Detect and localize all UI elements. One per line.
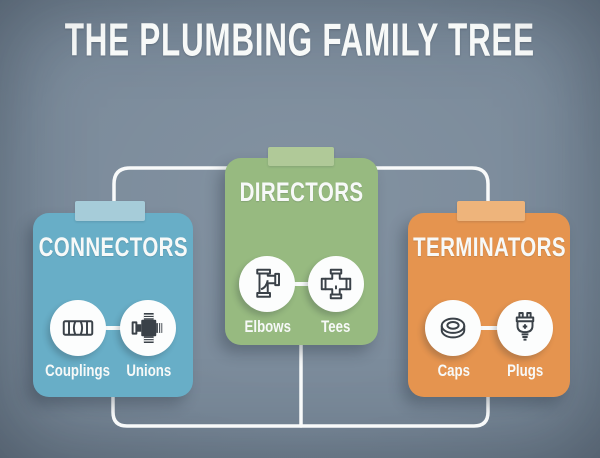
card-items: Couplings bbox=[39, 300, 187, 381]
card-tab-directors bbox=[268, 147, 334, 166]
item-label: Plugs bbox=[506, 361, 543, 380]
icon-circle bbox=[496, 300, 553, 356]
item-connector-line bbox=[283, 282, 320, 286]
union-icon bbox=[131, 313, 163, 343]
icon-circle bbox=[120, 300, 177, 356]
card-title: TERMINATORS bbox=[412, 232, 566, 262]
list-item: Unions bbox=[116, 300, 180, 381]
item-label: Unions bbox=[125, 361, 171, 380]
card-connectors: CONNECTORS Couplings bbox=[33, 213, 193, 397]
cap-icon bbox=[441, 317, 466, 339]
item-connector-line bbox=[95, 326, 131, 330]
card-tab-connectors bbox=[75, 201, 145, 221]
page-title: THE PLUMBING FAMILY TREE bbox=[64, 13, 536, 66]
list-item: Plugs bbox=[493, 300, 557, 381]
item-connector-line bbox=[471, 326, 507, 330]
card-title: CONNECTORS bbox=[38, 232, 188, 262]
icon-circle bbox=[49, 300, 106, 356]
list-item: Caps bbox=[421, 300, 485, 381]
list-item: Couplings bbox=[45, 300, 110, 381]
card-directors: DIRECTORS Elbows bbox=[225, 158, 378, 345]
coupling-icon bbox=[62, 320, 93, 336]
list-item: Elbows bbox=[235, 256, 299, 337]
item-label: Tees bbox=[321, 317, 351, 336]
icon-circle bbox=[425, 300, 482, 356]
card-terminators: TERMINATORS Caps bbox=[408, 213, 570, 397]
card-tab-terminators bbox=[457, 201, 525, 221]
item-label: Caps bbox=[437, 361, 470, 380]
card-title: DIRECTORS bbox=[239, 177, 364, 207]
item-label: Elbows bbox=[244, 317, 291, 336]
card-items: Caps Plugs bbox=[414, 300, 564, 381]
item-label: Couplings bbox=[45, 361, 111, 380]
icon-circle bbox=[239, 256, 296, 312]
card-items: Elbows Tees bbox=[231, 256, 372, 337]
plug-icon bbox=[515, 312, 534, 341]
list-item: Tees bbox=[304, 256, 368, 337]
elbow-icon bbox=[256, 268, 281, 298]
icon-circle bbox=[307, 256, 364, 312]
tee-icon bbox=[320, 268, 351, 300]
